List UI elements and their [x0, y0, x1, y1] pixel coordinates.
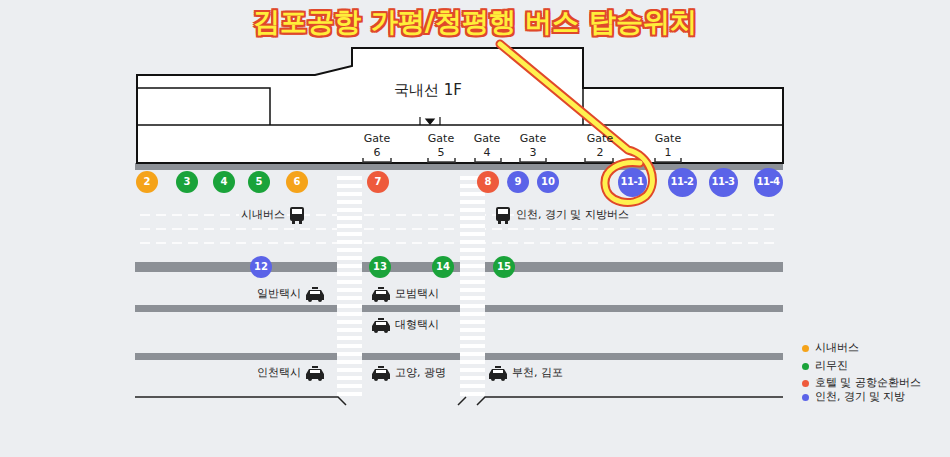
area-label: 대형택시 [393, 318, 441, 332]
median-bar [135, 262, 783, 272]
stop-marker: 11-3 [709, 168, 738, 197]
stop-marker: 12 [250, 256, 272, 278]
stop-marker: 13 [369, 256, 391, 278]
legend-text: 리무진 [815, 359, 848, 373]
stop-marker: 6 [286, 171, 308, 193]
median-bar [135, 305, 783, 312]
stop-number: 10 [541, 177, 555, 187]
building-outline [135, 46, 785, 165]
stop-number: 2 [144, 177, 151, 187]
legend-swatch [802, 345, 809, 352]
stop-marker: 10 [537, 171, 559, 193]
stop-number: 11-1 [620, 177, 643, 187]
legend-entry: 리무진 [802, 359, 848, 373]
gate-label: Gate 1 [653, 132, 683, 160]
stop-marker: 11-1 [618, 168, 647, 197]
legend-text: 시내버스 [815, 341, 859, 355]
gate-label: Gate 6 [362, 132, 392, 160]
legend-entry: 호텔 및 공항순환버스 [802, 376, 921, 390]
stop-number: 14 [436, 262, 450, 272]
terminal-building: 국내선 1F [135, 46, 785, 165]
taxi-icons [306, 287, 507, 381]
stop-marker: 9 [507, 171, 529, 193]
stop-number: 11-4 [756, 177, 779, 187]
stop-marker: 2 [136, 171, 158, 193]
stop-number: 11-2 [670, 177, 693, 187]
gate-label: Gate 3 [518, 132, 548, 160]
stop-number: 9 [515, 177, 522, 187]
legend-text: 인천, 경기 및 지방 [815, 390, 905, 404]
stop-number: 12 [254, 262, 268, 272]
crosswalk [337, 172, 362, 398]
gate-label: Gate 5 [426, 132, 456, 160]
area-label: 시내버스 [239, 208, 287, 222]
gate-label: Gate 2 [585, 132, 615, 160]
stop-number: 15 [497, 262, 511, 272]
stop-marker: 15 [493, 256, 515, 278]
stop-number: 3 [184, 177, 191, 187]
terminal-name: 국내선 1F [394, 81, 462, 100]
stop-marker: 8 [477, 171, 499, 193]
stop-number: 11-3 [711, 177, 734, 187]
stop-number: 4 [221, 177, 228, 187]
legend-entry: 인천, 경기 및 지방 [802, 390, 905, 404]
legend-swatch [802, 394, 809, 401]
stop-marker: 7 [367, 171, 389, 193]
legend-entry: 시내버스 [802, 341, 859, 355]
area-label: 고양, 광명 [393, 366, 448, 380]
stop-number: 5 [256, 177, 263, 187]
median-bar [135, 353, 783, 360]
stop-number: 8 [485, 177, 492, 187]
area-label: 모범택시 [393, 287, 441, 301]
area-label: 부천, 김포 [510, 366, 565, 380]
bus-icon [496, 207, 510, 224]
legend-text: 호텔 및 공항순환버스 [815, 376, 921, 390]
area-label: 인천, 경기 및 지방버스 [514, 208, 631, 222]
page-title: 김포공항 가평/청평행 버스 탑승위치 [253, 4, 696, 40]
gate-label: Gate 4 [472, 132, 502, 160]
legend-swatch [802, 380, 809, 387]
stop-number: 13 [373, 262, 387, 272]
stop-number: 6 [294, 177, 301, 187]
stop-marker: 4 [213, 171, 235, 193]
stop-marker: 11-2 [668, 168, 697, 197]
stop-marker: 14 [432, 256, 454, 278]
road-edge [135, 397, 783, 405]
stop-marker: 11-4 [754, 168, 783, 197]
area-label: 인천택시 [255, 366, 303, 380]
area-label: 일반택시 [255, 287, 303, 301]
stop-marker: 5 [248, 171, 270, 193]
crosswalk [460, 172, 485, 398]
bus-icon [290, 207, 304, 224]
stop-marker: 3 [176, 171, 198, 193]
stop-number: 7 [375, 177, 382, 187]
legend-swatch [802, 363, 809, 370]
